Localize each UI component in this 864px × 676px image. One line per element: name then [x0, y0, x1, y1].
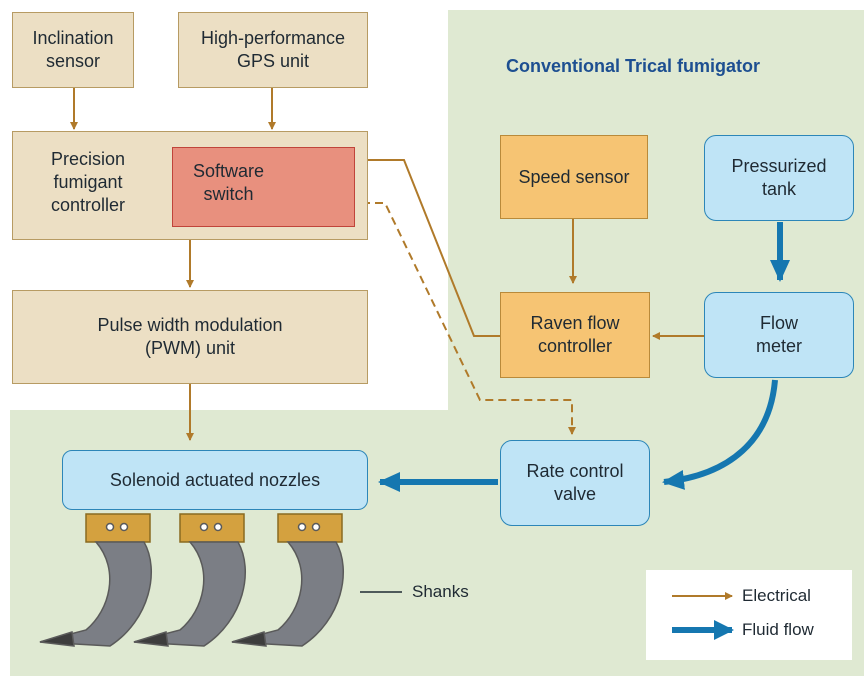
- shank-2: [133, 513, 246, 647]
- legend-electrical-label: Electrical: [742, 586, 811, 605]
- speed-sensor-box: Speed sensor: [500, 135, 648, 219]
- trical-title: Conventional Trical fumigator: [506, 56, 761, 76]
- solenoid-nozzles-box: Solenoid actuated nozzles: [62, 450, 368, 510]
- shank-1: [39, 513, 152, 647]
- shank-3: [231, 513, 344, 647]
- inclination-sensor-box: Inclination sensor: [12, 12, 134, 88]
- pressurized-tank-box: Pressurized tank: [704, 135, 854, 221]
- software-switch-box: Software switch: [172, 147, 355, 227]
- legend-fluid-label: Fluid flow: [742, 620, 814, 639]
- raven-flow-controller-box: Raven flow controller: [500, 292, 650, 378]
- pwm-unit-box: Pulse width modulation (PWM) unit: [12, 290, 368, 384]
- rate-control-valve-box: Rate control valve: [500, 440, 650, 526]
- fluid-flowmeter-to-valve: [662, 379, 778, 490]
- flow-meter-box: Flow meter: [704, 292, 854, 378]
- shanks-label: Shanks: [412, 582, 469, 601]
- precision-controller-label: Precision fumigant controller: [50, 149, 126, 215]
- dashed-switch-to-valve: [336, 202, 576, 435]
- legend-swatches: [672, 592, 734, 640]
- legend: Electrical Fluid flow: [646, 570, 852, 660]
- gps-unit-box: High-performance GPS unit: [178, 12, 368, 88]
